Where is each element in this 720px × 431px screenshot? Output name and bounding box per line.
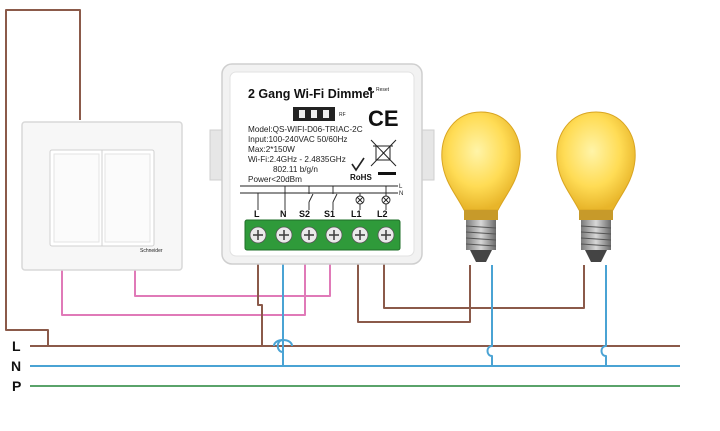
- l2-wire-to-bulb2: [383, 250, 585, 309]
- reset-button[interactable]: [368, 87, 372, 91]
- switch-rocker-left: [53, 153, 100, 243]
- terminal-block: [244, 219, 401, 251]
- bus-labels: L N P: [11, 338, 21, 394]
- live-wire-to-switch: [5, 9, 81, 346]
- terminal-label: L: [254, 209, 260, 219]
- spec-line: Wi-Fi:2.4GHz - 2.4835GHz: [248, 155, 346, 164]
- live-wire-to-module: [257, 250, 263, 346]
- weee-bin-icon: [370, 139, 397, 167]
- bus-label-n: N: [11, 358, 21, 374]
- module-title: 2 Gang Wi-Fi Dimmer: [248, 87, 374, 101]
- spec-line: Max:2*150W: [248, 145, 295, 154]
- spec-line: Input:100-240VAC 50/60Hz: [248, 135, 348, 144]
- switch-brand: Schneider: [140, 248, 163, 254]
- internal-schematic: [240, 185, 398, 210]
- side-label: N: [399, 191, 403, 197]
- dimmer-module: 2 Gang Wi-Fi Dimmer Reset RF CE Model:QS…: [209, 63, 435, 265]
- spec-line: Model:QS-WIFI-D06-TRIAC-2C: [248, 125, 363, 134]
- rf-label: RF: [339, 112, 346, 118]
- wall-switch: Schneider: [21, 121, 183, 271]
- bus-lines: [30, 345, 680, 387]
- side-label: L: [399, 184, 403, 190]
- reset-label: Reset: [376, 87, 390, 93]
- wires: [5, 9, 607, 366]
- bus-label-p: P: [12, 378, 21, 394]
- switch-rocker-right: [104, 153, 151, 243]
- bulb2-neutral-wire: [600, 265, 607, 366]
- neutral-wire-to-module: [276, 250, 284, 366]
- terminal-labels: L N S2 S1 L1 L2: [254, 209, 388, 219]
- switch-wire-s2: [61, 250, 306, 316]
- terminal-label: S2: [299, 209, 310, 219]
- spec-lines: Model:QS-WIFI-D06-TRIAC-2C Input:100-240…: [248, 125, 363, 184]
- terminal-label: N: [280, 209, 287, 219]
- l1-wire-to-bulb1: [357, 250, 471, 323]
- terminal-label: L2: [377, 209, 388, 219]
- light-bulb-icon: [556, 111, 636, 262]
- spec-line: 802.11 b/g/n: [273, 165, 318, 174]
- terminal-label: L1: [351, 209, 362, 219]
- bus-label-l: L: [12, 338, 21, 354]
- bulb1-neutral-wire: [486, 265, 493, 366]
- ce-mark: CE: [368, 106, 399, 131]
- switch-wire-s1: [134, 250, 331, 297]
- terminal-label: S1: [324, 209, 335, 219]
- rohs-label: RoHS: [350, 173, 372, 182]
- rohs-check-icon: [351, 157, 365, 172]
- light-bulb-icon: [441, 111, 521, 262]
- spec-line: Power<20dBm: [248, 175, 302, 184]
